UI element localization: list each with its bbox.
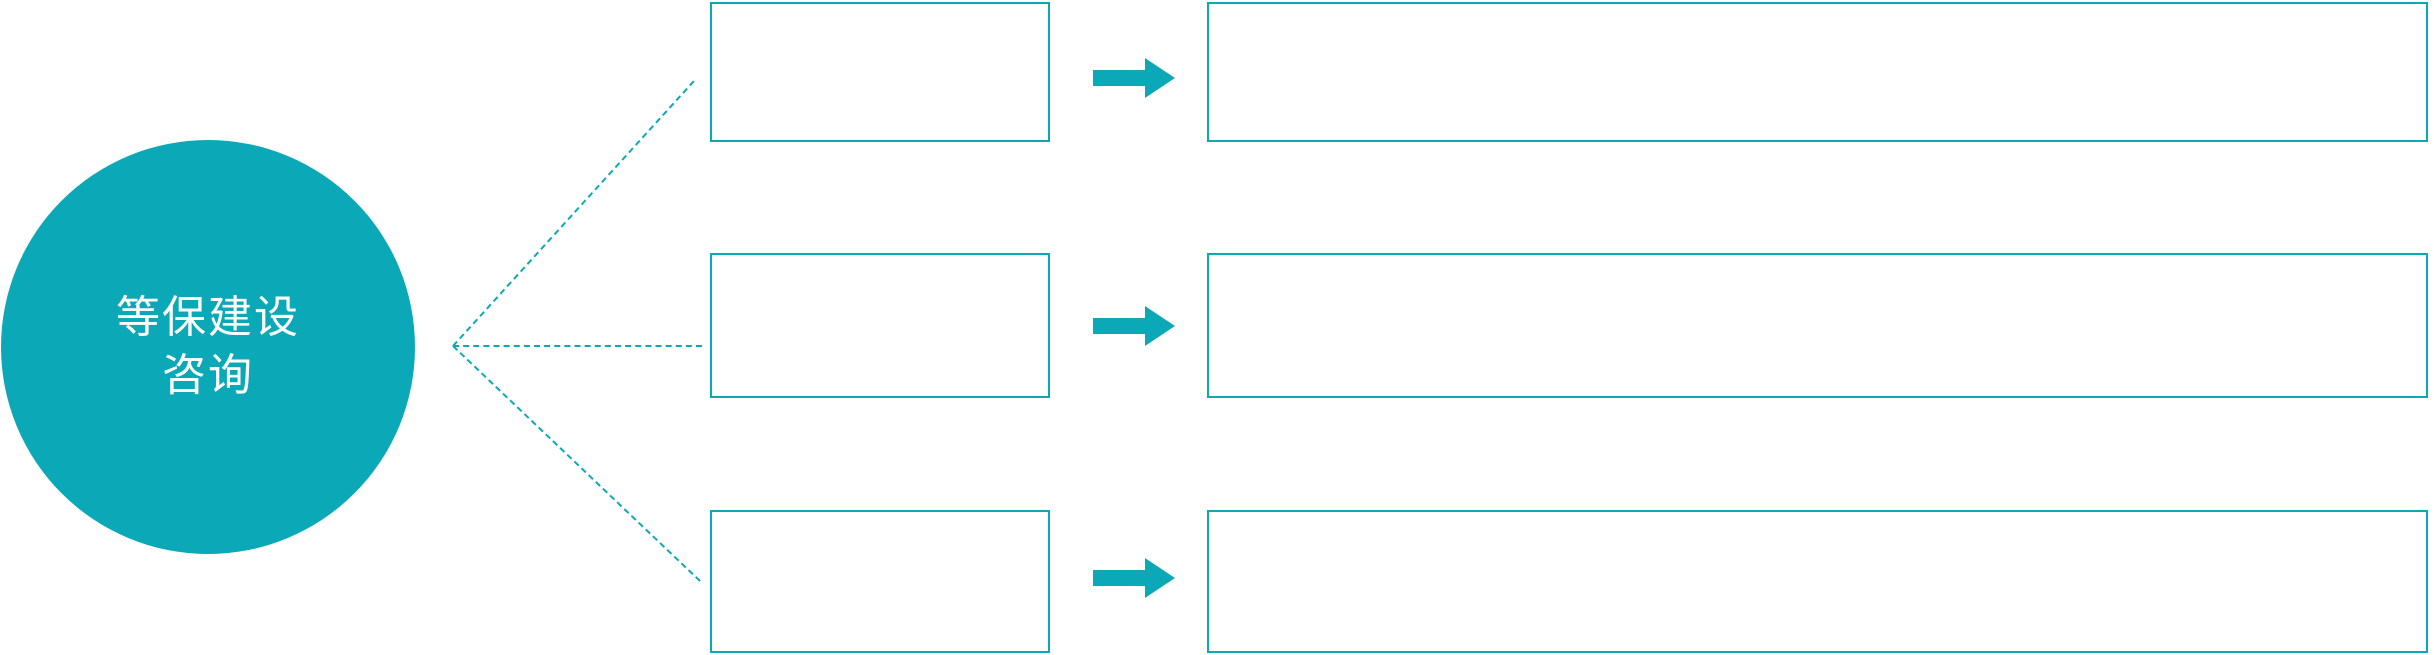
connector-to-row-1 — [452, 80, 695, 347]
detail-box-3[interactable] — [1207, 510, 2428, 653]
category-box-1[interactable] — [710, 2, 1050, 142]
connector-to-row-3 — [452, 345, 701, 582]
detail-box-2[interactable] — [1207, 253, 2428, 398]
category-box-2[interactable] — [710, 253, 1050, 398]
hub-circle[interactable]: 等保建设 咨询 — [1, 140, 415, 554]
arrow-right-icon — [1093, 306, 1175, 346]
category-box-3[interactable] — [710, 510, 1050, 653]
arrow-right-icon — [1093, 558, 1175, 598]
detail-box-1[interactable] — [1207, 2, 2428, 142]
arrow-right-icon — [1093, 58, 1175, 98]
connector-to-row-2 — [453, 345, 702, 347]
hub-label-line-1: 等保建设 — [116, 292, 300, 342]
hub-label-line-2: 咨询 — [162, 351, 254, 400]
